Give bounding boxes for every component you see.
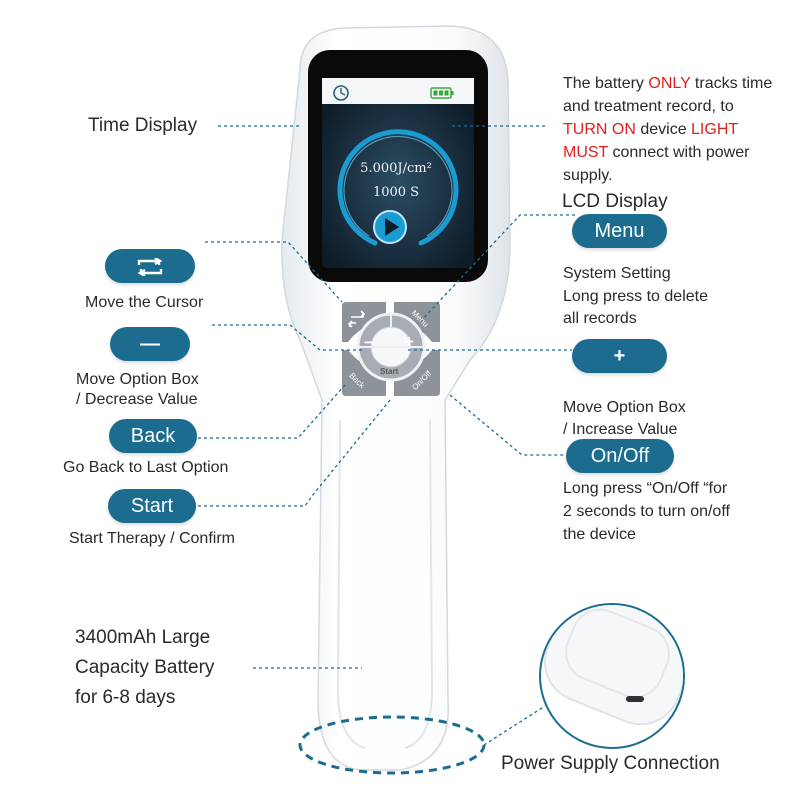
- onoff-pill: On/Off: [566, 439, 674, 473]
- minus-button[interactable]: −: [364, 333, 374, 352]
- start-pill: Start: [108, 489, 196, 523]
- menu-desc-3: all records: [563, 310, 637, 327]
- leader-minus: [212, 324, 365, 351]
- start-desc: Start Therapy / Confirm: [69, 530, 235, 547]
- battery-capacity-1: 3400mAh Large: [75, 627, 211, 648]
- back-desc: Go Back to Last Option: [63, 459, 229, 476]
- plus-pill: +: [572, 339, 667, 373]
- plus-desc-2: / Increase Value: [563, 421, 678, 438]
- leader-power: [483, 705, 546, 746]
- menu-desc-2: Long press to delete: [563, 288, 708, 305]
- battery-capacity-2: Capacity Battery: [75, 657, 215, 678]
- cursor-pill: [105, 249, 195, 283]
- onoff-desc-3: the device: [563, 526, 636, 543]
- plus-desc-1: Move Option Box: [563, 399, 686, 416]
- turn-on-highlight: TURN ON: [563, 121, 636, 138]
- menu-desc-1: System Setting: [563, 265, 671, 282]
- cycle-arrows-icon: [137, 256, 163, 277]
- lcd-screen: [322, 78, 474, 268]
- progress-ring: [337, 129, 459, 246]
- minus-pill: —: [110, 327, 190, 361]
- battery-capacity-3: for 6-8 days: [75, 687, 176, 708]
- lcd-display-label: LCD Display: [562, 191, 668, 212]
- only-highlight: ONLY: [648, 75, 691, 92]
- onoff-desc-1: Long press “On/Off “for: [563, 480, 728, 497]
- plus-button[interactable]: +: [404, 332, 414, 351]
- time-display-label: Time Display: [88, 115, 198, 136]
- back-button-shape: [342, 350, 386, 396]
- screen-duration: 1000 S: [372, 185, 420, 200]
- cursor-desc: Move the Cursor: [85, 294, 204, 311]
- onoff-desc-2: 2 seconds to turn on/off: [563, 503, 730, 520]
- leader-onoff: [449, 394, 568, 456]
- light-must-highlight: LIGHT MUST: [563, 121, 738, 161]
- leader-start: [198, 399, 391, 507]
- minus-desc-2: / Decrease Value: [76, 391, 198, 408]
- cursor-button-shape: [342, 302, 386, 342]
- screen-time: 12:00:00: [355, 86, 405, 99]
- back-pill: Back: [109, 419, 197, 453]
- battery-note: The battery ONLY tracks time and treatme…: [563, 75, 773, 184]
- minus-desc-1: Move Option Box: [76, 371, 199, 388]
- start-button-label[interactable]: Start: [380, 367, 399, 376]
- power-supply-label: Power Supply Connection: [501, 753, 720, 774]
- screen-energy: 5.000J/cm²: [360, 161, 432, 176]
- usb-port-icon: [626, 696, 644, 702]
- leader-lcd: [417, 214, 575, 325]
- cycle-arrows-icon-small: [347, 310, 366, 328]
- clock-icon: [333, 85, 349, 101]
- onoff-button-shape: [394, 350, 440, 396]
- menu-pill: Menu: [572, 214, 667, 248]
